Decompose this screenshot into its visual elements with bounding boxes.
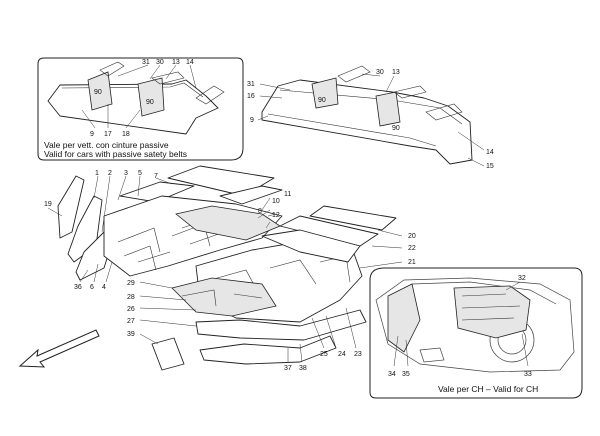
- label-9-inset: 9: [90, 131, 94, 138]
- label-19: 19: [44, 201, 52, 208]
- mat-7: [167, 165, 275, 197]
- luggage-carpet: [261, 229, 361, 263]
- label-1: 1: [95, 170, 99, 177]
- mat-20: [309, 205, 397, 231]
- label-13-shelf: 13: [392, 69, 400, 76]
- direction-arrow: [18, 329, 100, 368]
- label-9-shelf: 9: [250, 117, 254, 124]
- label-27: 27: [127, 318, 135, 325]
- label-10: 10: [272, 198, 280, 205]
- caption-ch: Vale per CH – Valid for CH: [438, 384, 538, 394]
- shelf-insert-right: [375, 91, 401, 127]
- mat-11: [219, 185, 283, 205]
- label-29: 29: [127, 280, 135, 287]
- label-11: 11: [284, 191, 291, 198]
- label-36: 36: [74, 284, 82, 291]
- label-13-inset: 13: [172, 59, 180, 66]
- label-4: 4: [102, 284, 106, 291]
- label-8: 8: [258, 208, 262, 215]
- car-rear-outline: [375, 277, 575, 373]
- label-12: 12: [272, 212, 280, 219]
- label-3: 3: [124, 170, 128, 177]
- inset-frame-passive: [37, 57, 244, 161]
- label-20: 20: [408, 233, 416, 240]
- svg-text:90: 90: [318, 97, 326, 104]
- label-21: 21: [408, 259, 416, 266]
- svg-text:90: 90: [146, 99, 154, 106]
- label-14-inset: 14: [186, 59, 194, 66]
- label-24: 24: [338, 351, 346, 358]
- inset-frame-ch: [369, 267, 583, 399]
- caption-passive-en: Valid for cars with passive satety belts: [44, 149, 187, 159]
- sill-trim-27: [195, 309, 367, 341]
- rear-shelf-trim-group: 90 90 31 16 9 30 13 14 15: [247, 65, 494, 170]
- label-31-shelf: 31: [247, 81, 255, 88]
- label-23: 23: [354, 351, 362, 358]
- belt-trim-left: [87, 71, 113, 111]
- label-32: 32: [518, 275, 526, 282]
- label-22: 22: [408, 245, 416, 252]
- label-7: 7: [154, 173, 158, 180]
- label-25: 25: [320, 351, 328, 358]
- label-35: 35: [402, 371, 410, 378]
- label-28: 28: [127, 294, 135, 301]
- label-34: 34: [388, 371, 396, 378]
- svg-text:90: 90: [392, 125, 400, 132]
- label-30-shelf: 30: [376, 69, 384, 76]
- ch-inset: 32 33 34 35 Vale per CH – Valid for CH: [369, 267, 583, 399]
- label-39: 39: [127, 331, 135, 338]
- label-2: 2: [108, 170, 112, 177]
- shelf-insert-left: [311, 77, 339, 109]
- label-38: 38: [299, 365, 307, 372]
- sill-trim-19: [57, 175, 85, 239]
- rear-shelf-trim: [261, 79, 473, 165]
- ch-insulation-left: [387, 283, 421, 353]
- svg-text:90: 90: [94, 89, 102, 96]
- label-5: 5: [138, 170, 142, 177]
- caption-passive-it: Vale per vett. con cinture passive: [44, 140, 169, 150]
- passive-belts-inset: 90 90 31 30 13 14 9 17 18 Vale per vett.…: [37, 57, 244, 161]
- label-14-shelf: 14: [486, 149, 494, 156]
- label-15: 15: [486, 163, 494, 170]
- label-18: 18: [122, 131, 130, 138]
- label-17: 17: [104, 131, 112, 138]
- label-16: 16: [247, 93, 255, 100]
- label-26: 26: [127, 306, 135, 313]
- mat-5: [119, 181, 195, 203]
- belt-trim-right: [137, 77, 165, 117]
- seat-trim-26: [171, 277, 277, 317]
- ch-insulation-right: [453, 285, 531, 339]
- label-37: 37: [284, 365, 292, 372]
- floor-carpet-assembly: 19 1 2 3 5 7 11 10 8 12 36 6 4 20 22 21 …: [44, 165, 416, 372]
- label-6: 6: [90, 284, 94, 291]
- label-30-inset: 30: [156, 59, 164, 66]
- pad-39: [151, 337, 185, 371]
- label-31-inset: 31: [142, 59, 150, 66]
- sill-trim-37: [199, 335, 337, 365]
- label-33: 33: [524, 371, 532, 378]
